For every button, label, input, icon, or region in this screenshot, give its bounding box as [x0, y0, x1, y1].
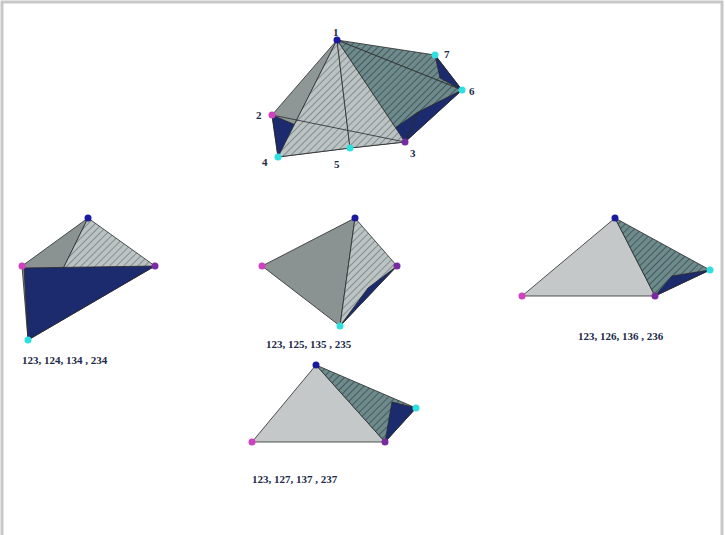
- vertex-number: 4: [262, 156, 268, 168]
- tetrahedron-1234: [19, 215, 159, 344]
- caption: 123, 125, 135 , 235: [266, 338, 351, 350]
- caption-holder: 123, 125, 135 , 235: [266, 334, 351, 352]
- vertex-number-holder: 5: [334, 154, 340, 172]
- caption: 123, 124, 134 , 234: [22, 354, 107, 366]
- vertex-number-holder: 2: [256, 105, 262, 123]
- tetrahedron-1237: [249, 362, 420, 446]
- vertex-dots: [269, 37, 466, 161]
- vertex-number-holder: 6: [469, 81, 475, 99]
- vertex-number: 6: [469, 85, 475, 97]
- tetrahedron-1236: [519, 215, 714, 300]
- caption-holder: 123, 126, 136 , 236: [578, 326, 663, 344]
- vertex-number-holder: 4: [262, 152, 268, 170]
- vertex-number: 1: [333, 26, 339, 38]
- vertex-number: 3: [410, 147, 416, 159]
- vertex-number-holder: 7: [444, 44, 450, 62]
- caption-holder: 123, 124, 134 , 234: [22, 350, 107, 368]
- composite-polyhedron: [272, 40, 462, 157]
- vertex-number: 7: [444, 48, 450, 60]
- vertex-number-holder: 3: [410, 143, 416, 161]
- caption: 123, 127, 137 , 237: [252, 473, 337, 485]
- vertex-number: 2: [256, 109, 262, 121]
- caption: 123, 126, 136 , 236: [578, 330, 663, 342]
- vertex-number-holder: 1: [333, 22, 339, 40]
- tetrahedron-1235: [259, 215, 401, 330]
- caption-holder: 123, 127, 137 , 237: [252, 469, 337, 487]
- vertex-number: 5: [334, 158, 340, 170]
